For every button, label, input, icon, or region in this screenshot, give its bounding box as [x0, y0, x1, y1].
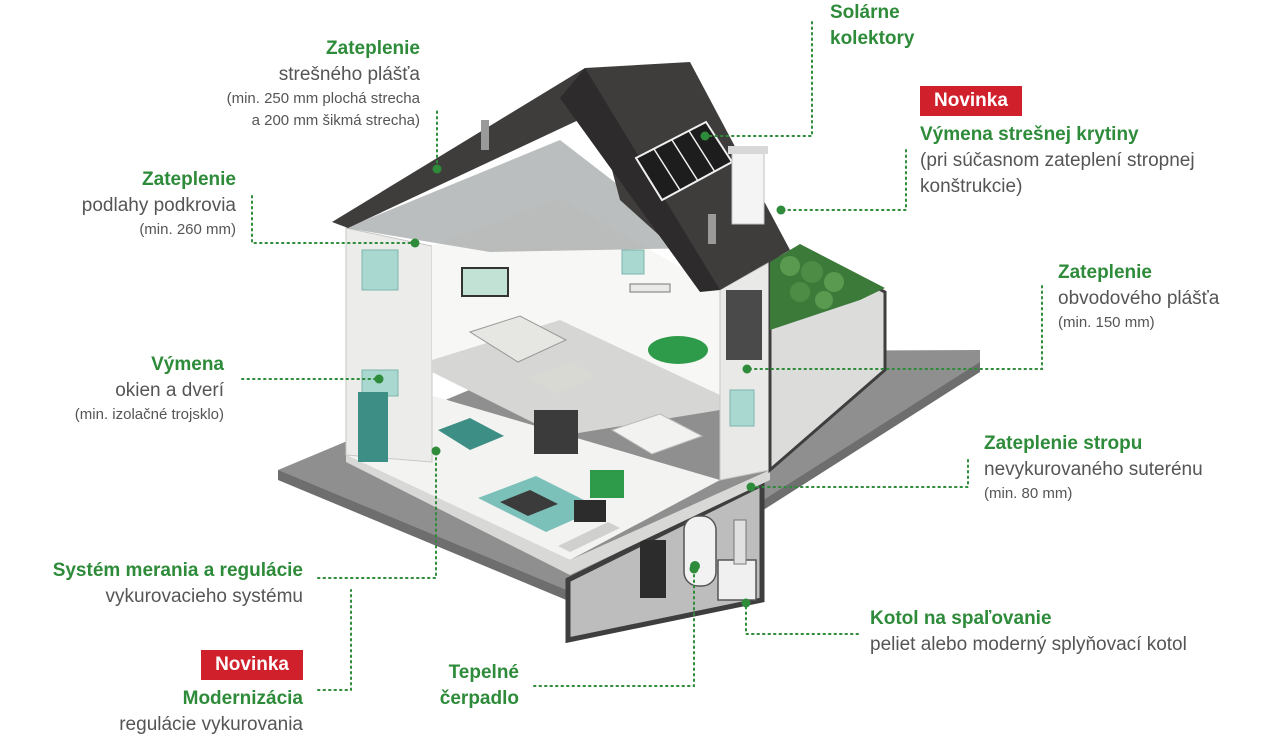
leader-heatpump — [533, 569, 695, 687]
label-solar-collectors: Solárne kolektory — [830, 0, 914, 52]
label-roof-subtitle: strešného plášťa — [278, 64, 420, 85]
solar-collector — [634, 120, 734, 202]
label-facade-insulation: Zateplenie obvodového plášťa (min. 150 m… — [1058, 260, 1219, 334]
label-modern-title: Modernizácia — [182, 688, 303, 709]
dot-heatpump — [689, 564, 699, 574]
roof-ridge-front — [560, 68, 720, 292]
label-metering-subtitle: vykurovacieho systému — [105, 586, 303, 607]
ground-slab-edge — [278, 362, 980, 614]
leader-attic — [251, 195, 415, 244]
dot-attic — [410, 238, 420, 248]
shrub-5 — [815, 291, 833, 309]
facade-window — [729, 389, 755, 427]
label-windows: Výmena okien a dverí (min. izolačné troj… — [75, 352, 224, 426]
shrub-4 — [790, 282, 810, 302]
label-basement-subtitle: nevykurovaného suterénu — [984, 459, 1203, 480]
roof-left — [332, 68, 600, 228]
dot-metering — [431, 446, 441, 456]
study-desk — [629, 283, 671, 293]
label-solar-title2: kolektory — [830, 28, 915, 49]
round-table — [648, 336, 708, 364]
attic-glass-left — [346, 140, 700, 252]
badge-new-modernization: Novinka — [201, 650, 303, 680]
label-boiler-title: Kotol na spaľovanie — [870, 608, 1052, 629]
leader-boiler — [745, 603, 859, 635]
label-windows-subtitle: okien a dverí — [115, 380, 224, 401]
kitchen-counter — [438, 418, 504, 450]
label-roof-title: Zateplenie — [326, 38, 420, 59]
label-facade-subtitle: obvodového plášťa — [1058, 288, 1220, 309]
label-roofing-title: Výmena strešnej krytiny — [920, 124, 1139, 145]
label-windows-title: Výmena — [151, 354, 224, 375]
label-roof-insulation: Zateplenie strešného plášťa (min. 250 mm… — [227, 36, 420, 132]
shrub-1 — [780, 256, 800, 276]
label-windows-note: (min. izolačné trojsklo) — [74, 406, 224, 423]
leader-metering — [317, 451, 437, 579]
dot-roofing — [776, 205, 786, 215]
leader-modern — [317, 589, 352, 691]
vent-pipe-1 — [481, 120, 489, 150]
label-roof-note1: (min. 250 mm plochá strecha — [226, 90, 420, 107]
house-floor — [346, 455, 770, 575]
dot-roof — [432, 164, 442, 174]
bedroom-picture — [461, 267, 509, 297]
chimney-cap — [728, 146, 768, 154]
label-basement-note: (min. 80 mm) — [984, 485, 1073, 502]
label-roofing-subtitle1: (pri súčasnom zateplení stropnej — [920, 150, 1195, 171]
label-solar-title1: Solárne — [830, 2, 900, 23]
leader-facade — [747, 285, 1043, 370]
label-heatpump-title1: Tepelné — [448, 662, 519, 683]
label-attic-note: (min. 260 mm) — [139, 221, 236, 238]
study-window — [621, 249, 645, 275]
dot-windows — [374, 374, 384, 384]
label-metering: Systém merania a regulácie vykurovacieho… — [53, 558, 303, 610]
label-heat-pump: Tepelné čerpadlo — [440, 660, 519, 712]
vent-pipe-2 — [708, 214, 716, 244]
label-boiler-subtitle: peliet alebo moderný splyňovací kotol — [870, 634, 1187, 655]
label-heatpump-title2: čerpadlo — [439, 688, 519, 709]
label-modern-subtitle: regulácie vykurovania — [119, 714, 303, 735]
boiler-pipe — [733, 519, 747, 565]
boiler-unit — [717, 559, 757, 601]
label-roofing-subtitle2: konštrukcie) — [920, 176, 1023, 197]
shrub-2 — [801, 261, 823, 283]
label-roof-note2: a 200 mm šikmá strecha) — [251, 112, 420, 129]
badge-new-roofing: Novinka — [920, 86, 1022, 116]
dot-basement — [746, 482, 756, 492]
shrub-3 — [824, 272, 844, 292]
label-modernization: Novinka Modernizácia regulácie vykurovan… — [119, 650, 303, 738]
heat-pump-tank — [683, 515, 717, 587]
bathroom-window — [361, 249, 399, 291]
dot-facade — [742, 364, 752, 374]
label-metering-title: Systém merania a regulácie — [52, 560, 303, 581]
tv — [574, 500, 606, 522]
dot-boiler — [741, 598, 751, 608]
facade-louver — [726, 290, 762, 360]
dining-table — [610, 413, 704, 455]
label-attic-title: Zateplenie — [142, 169, 236, 190]
leader-roofing — [781, 149, 907, 211]
label-facade-note: (min. 150 mm) — [1058, 314, 1155, 331]
bookshelf — [534, 410, 578, 454]
coffee-table — [500, 490, 558, 516]
bed — [468, 315, 568, 363]
fridge — [358, 392, 388, 462]
leader-basement — [751, 459, 969, 488]
label-attic-insulation: Zateplenie podlahy podkrovia (min. 260 m… — [82, 167, 236, 241]
label-boiler: Kotol na spaľovanie peliet alebo moderný… — [870, 606, 1187, 658]
label-basement-title: Zateplenie stropu — [984, 433, 1143, 454]
label-facade-title: Zateplenie — [1058, 262, 1152, 283]
rug-upper — [530, 362, 596, 394]
armchair — [590, 470, 624, 498]
label-basement-ceiling: Zateplenie stropu nevykurovaného suterén… — [984, 431, 1203, 505]
dot-solar — [700, 131, 710, 141]
tv-stand — [558, 522, 620, 552]
leader-solar — [705, 21, 813, 137]
basement-door — [640, 540, 666, 598]
chimney — [731, 151, 765, 225]
label-attic-subtitle: podlahy podkrovia — [81, 195, 236, 216]
label-roofing-replacement: Novinka Výmena strešnej krytiny (pri súč… — [920, 86, 1195, 200]
